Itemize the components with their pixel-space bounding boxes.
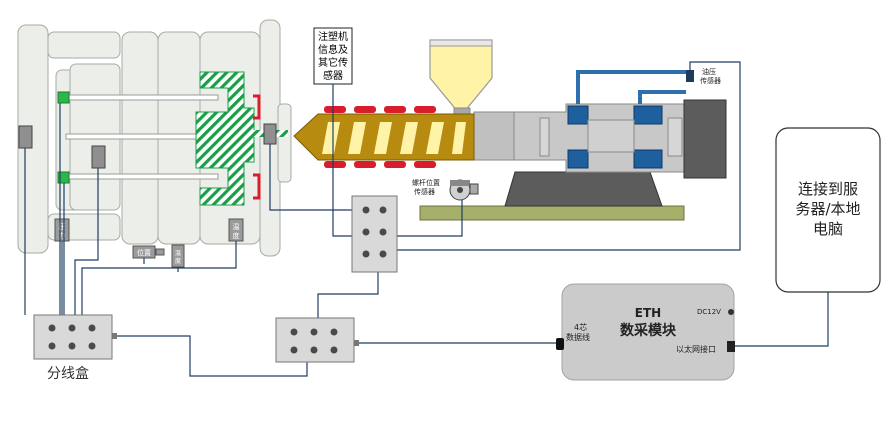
wire-machine-info	[332, 84, 352, 237]
temperature-sensor: 温 度	[228, 218, 244, 242]
server-connection-box: 连接到服 务器/本地 电脑	[775, 127, 881, 293]
piston-block-3	[633, 105, 663, 125]
sensor-box-left	[18, 125, 33, 149]
machine-info-line-4: 感器	[323, 69, 343, 82]
pressure-label-1: 压	[59, 223, 66, 231]
splitter-box-label: 分线盒	[47, 365, 89, 382]
aux-temp-label-2: 度	[175, 257, 181, 265]
server-label-1: 连接到服	[798, 180, 858, 198]
machine-info-line-3: 其它传	[318, 56, 348, 69]
barrel-heaters	[324, 106, 436, 168]
temperature-label-1: 温	[233, 222, 240, 231]
four-core-label-2: 数据线	[566, 332, 590, 342]
wire-junction-to-hub	[317, 272, 379, 318]
position-label: 位置	[137, 248, 151, 257]
hopper	[429, 39, 493, 113]
hopper-throat	[453, 107, 471, 115]
mold-cavity-hatch	[195, 71, 255, 206]
screw-position-label-1: 螺杆位置	[412, 178, 440, 187]
tie-bar-right	[667, 117, 683, 157]
wire-module-to-server	[734, 290, 829, 347]
hydraulic-pipe-2	[638, 90, 686, 104]
tie-bar-left	[539, 117, 550, 157]
pressure-sensor: 压 力	[54, 218, 70, 242]
position-sensor: 位置	[132, 245, 165, 259]
ejector-pin-top	[65, 94, 219, 101]
machine-base-plate	[419, 205, 685, 221]
machine-info-line-1: 注塑机	[318, 30, 348, 43]
mold-block-top	[47, 31, 121, 59]
power-port	[728, 309, 734, 315]
wire-splitter-to-hub	[113, 335, 308, 377]
oil-pressure-label-2: 传感器	[700, 76, 721, 85]
screw-flights	[322, 122, 466, 154]
piston-block-4	[633, 149, 663, 169]
temperature-label-2: 度	[233, 231, 240, 240]
sensor-green-top	[57, 91, 70, 104]
four-core-connector	[556, 338, 564, 350]
junction-box-upper	[351, 195, 398, 273]
ejector-pin-bottom	[65, 173, 219, 180]
data-acquisition-module: ETH 数采模块 DC12V 以太网接口 4芯 数据线	[556, 283, 735, 381]
wire-screw-sensor	[397, 200, 463, 237]
oil-pressure-label-1: 油压	[702, 67, 716, 76]
module-power-label: DC12V	[697, 308, 721, 316]
hydraulic-motor	[683, 99, 727, 179]
module-eth-label: ETH	[635, 306, 661, 320]
mold-heater-top	[253, 94, 261, 120]
aux-temperature-sensor: 温 度	[171, 244, 185, 268]
wire-temperature	[81, 241, 237, 315]
machine-info-line-2: 信息及	[318, 43, 348, 56]
piston-block-2	[567, 149, 589, 169]
machine-info-box	[313, 27, 353, 85]
module-title: 数采模块	[620, 322, 677, 339]
hopper-rim	[429, 39, 493, 47]
four-core-label-1: 4芯	[574, 322, 587, 332]
nozzle-plate	[277, 103, 292, 183]
aux-temp-label-1: 温	[175, 249, 181, 257]
screw-position-label-2: 传感器	[414, 187, 435, 196]
ethernet-port	[727, 341, 735, 352]
oil-pressure-sensor	[686, 70, 694, 82]
machine-stand	[504, 171, 663, 207]
mold-heater-bottom	[253, 173, 261, 200]
server-label-3: 电脑	[813, 220, 843, 238]
piston-center	[587, 119, 635, 153]
server-label-2: 务器/本地	[795, 200, 860, 218]
splitter-box	[33, 314, 117, 360]
barrel-feed-section	[473, 111, 515, 161]
sensor-box-mid	[91, 145, 106, 169]
junction-box-lower	[275, 317, 359, 363]
screw-position-sensor	[449, 179, 479, 201]
ethernet-label: 以太网接口	[676, 344, 716, 354]
sensor-box-nozzle	[263, 123, 277, 145]
wire-mid-sensor	[74, 168, 99, 315]
piston-block-1	[567, 105, 589, 125]
wiring	[24, 61, 829, 377]
wire-oil-pressure	[397, 61, 741, 251]
hydraulic-pipe-1	[576, 70, 686, 104]
pressure-label-2: 力	[59, 231, 66, 240]
wire-nozzle-sensor	[269, 144, 352, 211]
